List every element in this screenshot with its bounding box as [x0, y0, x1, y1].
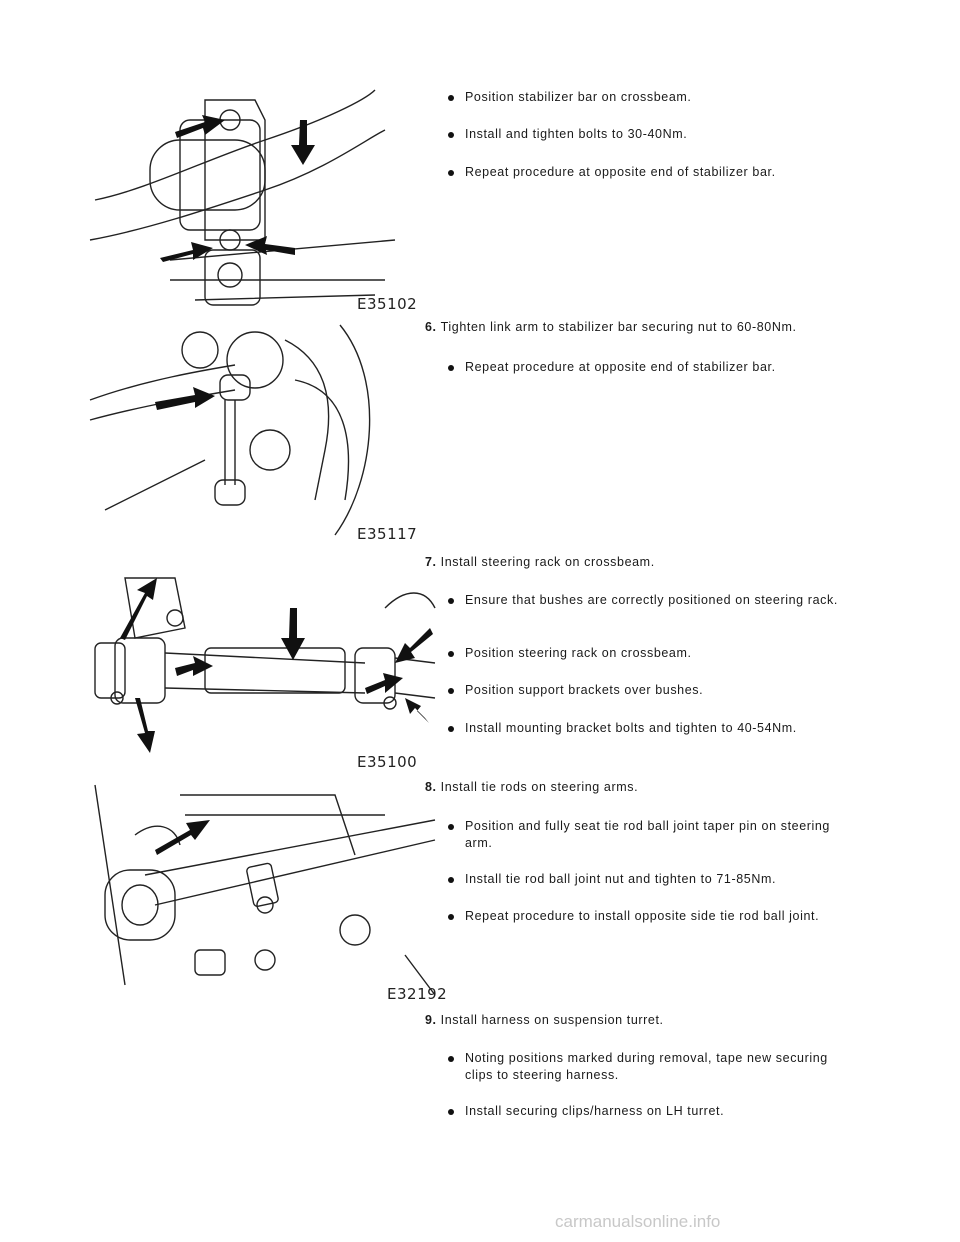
- list-item: Position and fully seat tie rod ball joi…: [448, 818, 835, 852]
- list-item: Install and tighten bolts to 30-40Nm.: [448, 126, 865, 143]
- link-arm-illustration: [89, 324, 371, 536]
- bullet-icon: [448, 365, 454, 371]
- bullet-text: Install tie rod ball joint nut and tight…: [465, 872, 777, 886]
- figure-code: E35117: [357, 525, 418, 543]
- list-item: Position stabilizer bar on crossbeam.: [448, 89, 865, 106]
- list-item: Install tie rod ball joint nut and tight…: [448, 871, 865, 888]
- bullet-icon: [448, 598, 454, 604]
- bullet-icon: [448, 651, 454, 657]
- list-item: Install mounting bracket bolts and tight…: [448, 720, 865, 737]
- bullet-icon: [448, 1109, 454, 1115]
- bullet-text: Position stabilizer bar on crossbeam.: [465, 90, 692, 104]
- bullet-text: Noting positions marked during removal, …: [465, 1051, 828, 1082]
- figure-code: E35102: [357, 295, 418, 313]
- watermark-footer: carmanualsonline.info: [555, 1212, 721, 1231]
- stabilizer-clamp-illustration: [89, 89, 396, 306]
- bullet-icon: [448, 877, 454, 883]
- bullet-text: Position and fully seat tie rod ball joi…: [465, 819, 830, 850]
- step-6-heading: 6.Tighten link arm to stabilizer bar sec…: [425, 320, 797, 334]
- step-text: Install steering rack on crossbeam.: [440, 555, 655, 569]
- bullet-text: Position support brackets over bushes.: [465, 683, 704, 697]
- bullet-text: Install securing clips/harness on LH tur…: [465, 1104, 725, 1118]
- step-number: 8.: [425, 780, 437, 794]
- bullet-icon: [448, 726, 454, 732]
- bullet-text: Position steering rack on crossbeam.: [465, 646, 692, 660]
- step-7-heading: 7.Install steering rack on crossbeam.: [425, 555, 655, 569]
- figure-code: E32192: [387, 985, 448, 1003]
- step-number: 6.: [425, 320, 437, 334]
- bullet-icon: [448, 688, 454, 694]
- bullet-text: Install mounting bracket bolts and tight…: [465, 721, 797, 735]
- list-item: Ensure that bushes are correctly positio…: [448, 592, 855, 609]
- tie-rod-illustration: [94, 784, 436, 996]
- list-item: Position support brackets over bushes.: [448, 682, 865, 699]
- list-item: Repeat procedure at opposite end of stab…: [448, 359, 865, 376]
- step-number: 9.: [425, 1013, 437, 1027]
- figure-tie-rod: E32192: [85, 775, 447, 1005]
- figure-code: E35100: [357, 753, 418, 771]
- bullet-text: Repeat procedure at opposite end of stab…: [465, 360, 776, 374]
- bullet-text: Install and tighten bolts to 30-40Nm.: [465, 127, 688, 141]
- figure-link-arm: E35117: [85, 320, 447, 545]
- bullet-icon: [448, 824, 454, 830]
- bullet-text: Repeat procedure at opposite end of stab…: [465, 165, 776, 179]
- list-item: Position steering rack on crossbeam.: [448, 645, 865, 662]
- step-text: Install harness on suspension turret.: [440, 1013, 664, 1027]
- bullet-icon: [448, 170, 454, 176]
- steering-rack-illustration: [94, 577, 436, 753]
- step-9-heading: 9.Install harness on suspension turret.: [425, 1013, 664, 1027]
- bullet-icon: [448, 132, 454, 138]
- bullet-text: Repeat procedure to install opposite sid…: [465, 909, 820, 923]
- figure-steering-rack: E35100: [85, 548, 447, 773]
- bullet-text: Ensure that bushes are correctly positio…: [465, 593, 838, 607]
- step-8-heading: 8.Install tie rods on steering arms.: [425, 780, 638, 794]
- step-number: 7.: [425, 555, 437, 569]
- list-item: Repeat procedure to install opposite sid…: [448, 908, 865, 925]
- list-item: Install securing clips/harness on LH tur…: [448, 1103, 865, 1120]
- bullet-icon: [448, 914, 454, 920]
- bullet-icon: [448, 1056, 454, 1062]
- list-item: Repeat procedure at opposite end of stab…: [448, 164, 865, 181]
- list-item: Noting positions marked during removal, …: [448, 1050, 835, 1084]
- step-text: Tighten link arm to stabilizer bar secur…: [440, 320, 797, 334]
- figure-stabilizer-clamp: E35102: [85, 80, 447, 320]
- bullet-icon: [448, 95, 454, 101]
- step-text: Install tie rods on steering arms.: [440, 780, 639, 794]
